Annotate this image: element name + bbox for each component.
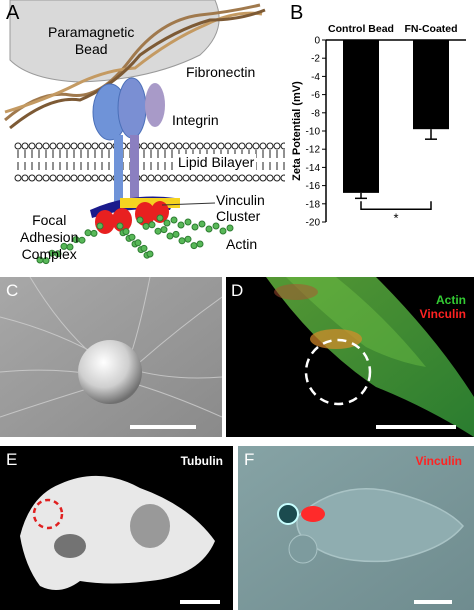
panel-d-letter: D	[231, 281, 244, 300]
y-tick-label: -14	[306, 163, 321, 174]
y-tick-label: -8	[311, 108, 320, 119]
integrin-label: Integrin	[172, 112, 219, 128]
actin-filaments	[36, 214, 234, 265]
vinculin-pointer	[161, 202, 216, 206]
y-tick-label: -4	[311, 72, 320, 83]
y-tick-label: -16	[306, 181, 321, 192]
significance-marker: *	[393, 210, 398, 225]
scale-bar	[414, 600, 452, 604]
vinculin-cluster-label: Vinculin Cluster	[216, 192, 265, 224]
panel-d: D Actin Vinculin	[226, 277, 474, 437]
bead-outline	[304, 338, 372, 406]
paramagnetic-bead	[9, 0, 220, 83]
panel-c: C	[0, 277, 222, 437]
panel-e-letter: E	[6, 450, 18, 469]
scale-bar	[130, 425, 196, 429]
focal-adhesion-label: Focal Adhesion Complex	[20, 212, 79, 262]
panel-c-letter: C	[6, 281, 19, 300]
panel-a-schematic	[4, 0, 285, 265]
panel-f-letter: F	[244, 450, 255, 469]
y-tick-label: -6	[311, 90, 320, 101]
bead-marker	[32, 498, 64, 530]
y-tick-label: -18	[306, 199, 321, 210]
cell-body	[20, 475, 215, 590]
focal-adhesion-complex	[90, 196, 180, 234]
bead	[277, 503, 299, 525]
scale-bar	[180, 600, 220, 604]
category-label: Control Bead	[328, 23, 394, 35]
bar-fn-coated	[413, 40, 449, 130]
y-tick-label: 0	[314, 36, 320, 47]
lipid-bilayer-label: Lipid Bilayer	[176, 154, 257, 170]
bead-label: Paramagnetic Bead	[48, 24, 135, 57]
panel-a: A Paramagnetic Bead Fibronectin Integrin…	[0, 0, 285, 275]
zeta-potential-chart: 0 -2 -4 -6 -8 -10 -12 -14 -16 -18 -20 Zeta Potentia…	[291, 23, 466, 229]
panel-b-letter: B	[290, 2, 304, 24]
stain-label-tubulin: Tubulin	[180, 454, 223, 468]
tubulin-image	[20, 475, 220, 604]
legend-actin: Actin	[436, 293, 466, 307]
panel-a-letter: A	[6, 2, 20, 24]
y-tick-label: -10	[306, 127, 321, 138]
fibronectin-label: Fibronectin	[186, 64, 256, 80]
y-axis-label: Zeta Potential (mV)	[291, 81, 303, 181]
fibronectin-fiber	[4, 3, 266, 130]
vinculin-signal	[310, 329, 362, 349]
actin-label: Actin	[226, 236, 258, 252]
panel-b: B 0 -2 -4 -6 -8 -10 -12 -14 -16 -18 -20 Zeta Potent…	[286, 0, 474, 275]
actin-signal	[266, 277, 474, 437]
panel-e: E Tubulin	[0, 446, 233, 610]
panel-f: F Vinculin	[238, 446, 474, 610]
y-tick-label: -12	[306, 145, 321, 156]
integrin	[92, 77, 165, 205]
y-tick-label: -2	[311, 54, 320, 65]
bar-control-bead	[343, 40, 379, 193]
fluorescence-image	[266, 277, 474, 437]
sem-micrograph	[0, 277, 222, 437]
bead	[78, 340, 142, 404]
scale-bar	[376, 425, 456, 429]
y-tick-label: -20	[306, 218, 321, 229]
significance-bracket	[360, 201, 432, 211]
legend-vinculin: Vinculin	[419, 307, 466, 321]
vinculin-signal	[301, 506, 325, 522]
dic-image	[238, 446, 474, 610]
category-label: FN-Coated	[404, 23, 457, 35]
stain-label-vinculin: Vinculin	[415, 454, 462, 468]
